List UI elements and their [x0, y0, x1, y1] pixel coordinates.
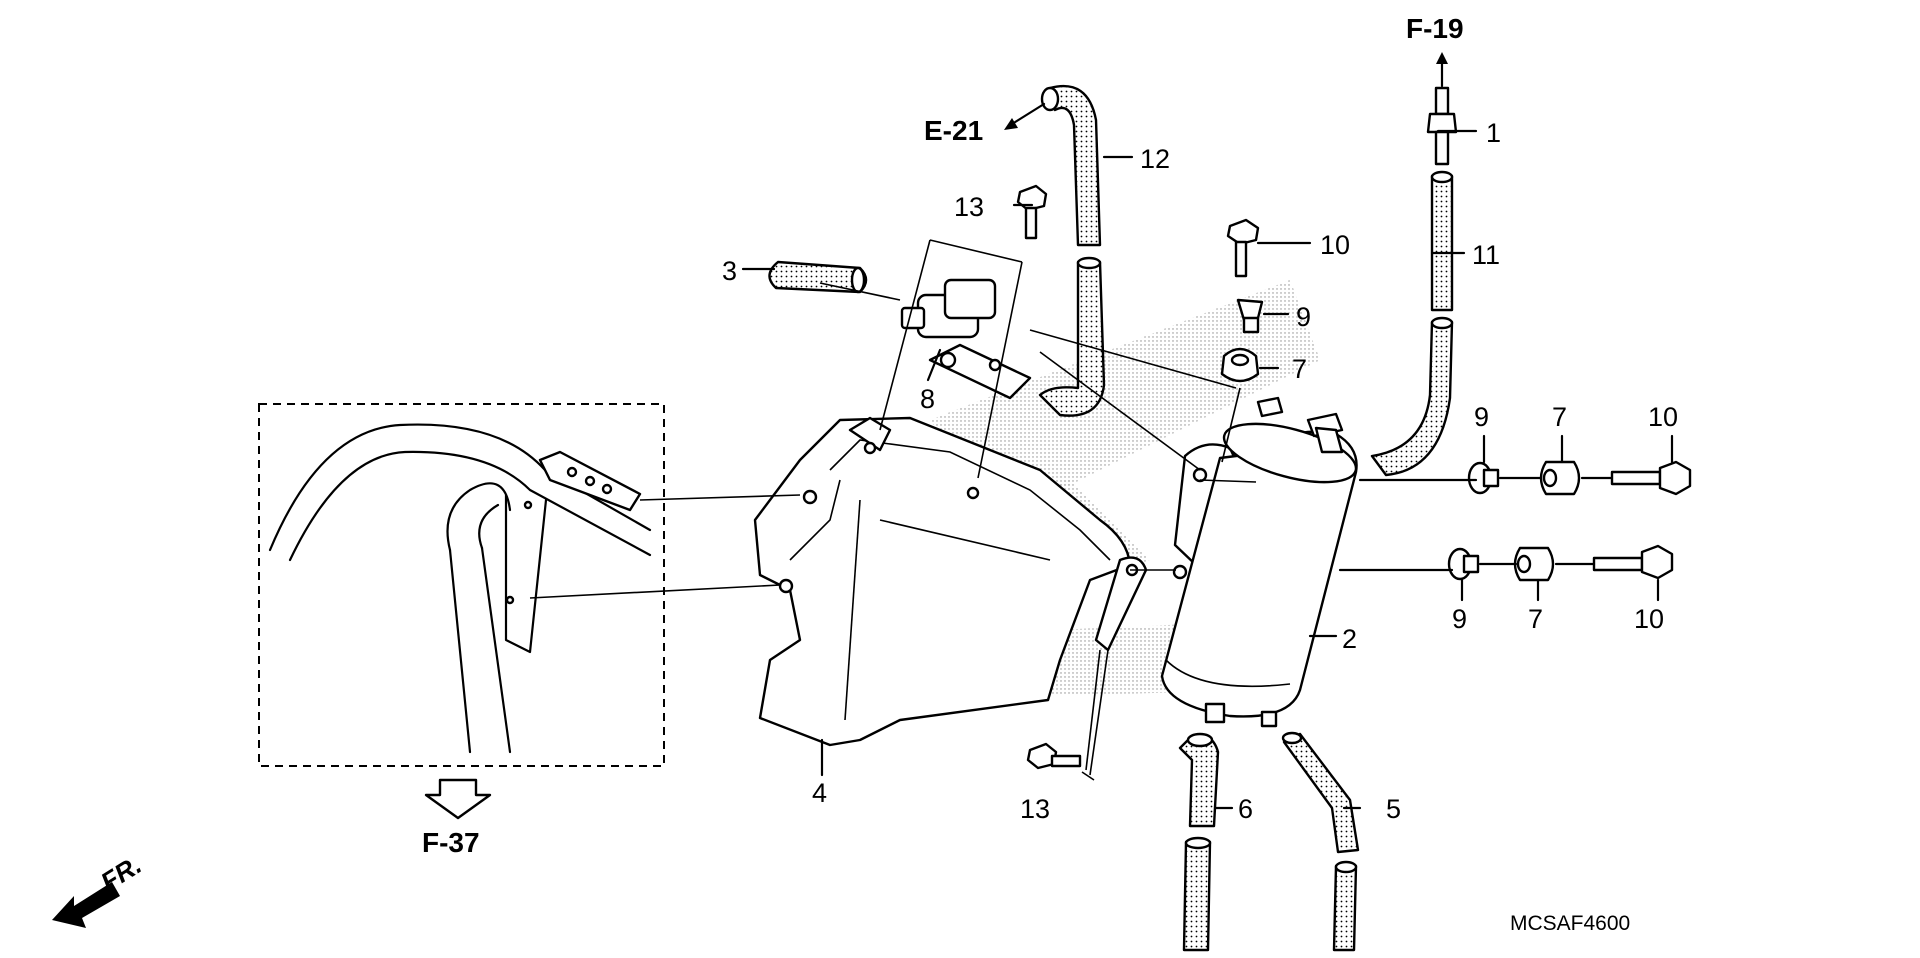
part-10-bolt-right-bottom [1592, 544, 1674, 580]
label-part-2: 2 [1342, 624, 1357, 654]
ref-label-f19: F-19 [1406, 13, 1464, 44]
ref-arrow-f19 [1436, 52, 1448, 88]
label-part-13-top: 13 [954, 192, 984, 222]
part-13-bolt-bottom [1026, 742, 1082, 770]
ref-arrow-e21 [1004, 102, 1046, 130]
leader-lines [529, 129, 1674, 810]
front-direction-arrow [52, 882, 120, 928]
label-part-8: 8 [920, 384, 935, 414]
label-part-11: 11 [1472, 240, 1500, 270]
part-13-bolt-top [1016, 184, 1048, 240]
label-part-10-right-bottom: 10 [1634, 604, 1664, 634]
label-part-10-right-top: 10 [1648, 402, 1678, 432]
ref-label-f37: F-37 [422, 827, 480, 858]
part-6-hose [1178, 732, 1220, 952]
ref-label-e21: E-21 [924, 115, 983, 146]
part-9-collar-right-top [1467, 461, 1500, 495]
label-part-9-right-bottom: 9 [1452, 604, 1467, 634]
part-3-hose [768, 260, 868, 294]
part-7-grommet-right-bottom [1513, 546, 1555, 582]
part-8-solenoid-valve [900, 278, 1032, 400]
diagram-code: MCSAF4600 [1510, 912, 1630, 935]
label-part-7-right-bottom: 7 [1528, 604, 1543, 634]
label-part-1: 1 [1486, 118, 1501, 148]
label-part-10-top: 10 [1320, 230, 1350, 260]
part-4-protector [753, 416, 1148, 747]
part-12-hose [1038, 84, 1106, 417]
label-part-6: 6 [1238, 794, 1253, 824]
part-2-canister [1160, 396, 1358, 728]
label-part-13-bottom: 13 [1020, 794, 1050, 824]
part-7-grommet-right-top [1539, 460, 1581, 496]
part-10-bolt-right-top [1610, 460, 1692, 496]
label-part-9-top: 9 [1296, 302, 1311, 332]
label-part-7-top: 7 [1292, 354, 1307, 384]
part-11-hose [1370, 170, 1454, 477]
part-10-bolt-top [1226, 218, 1260, 278]
ref-arrow-f37 [424, 778, 492, 820]
label-part-4: 4 [812, 778, 827, 808]
label-part-3: 3 [722, 256, 737, 286]
label-part-5: 5 [1386, 794, 1401, 824]
label-part-12: 12 [1140, 144, 1170, 174]
detail-inset [258, 403, 665, 767]
part-9-collar-right-bottom [1447, 547, 1480, 581]
label-part-9-right-top: 9 [1474, 402, 1489, 432]
part-1-fitting [1426, 86, 1458, 166]
part-7-grommet-top [1220, 347, 1260, 383]
part-9-collar-top [1236, 298, 1264, 334]
label-part-7-right-top: 7 [1552, 402, 1567, 432]
part-5-hose [1281, 731, 1360, 952]
